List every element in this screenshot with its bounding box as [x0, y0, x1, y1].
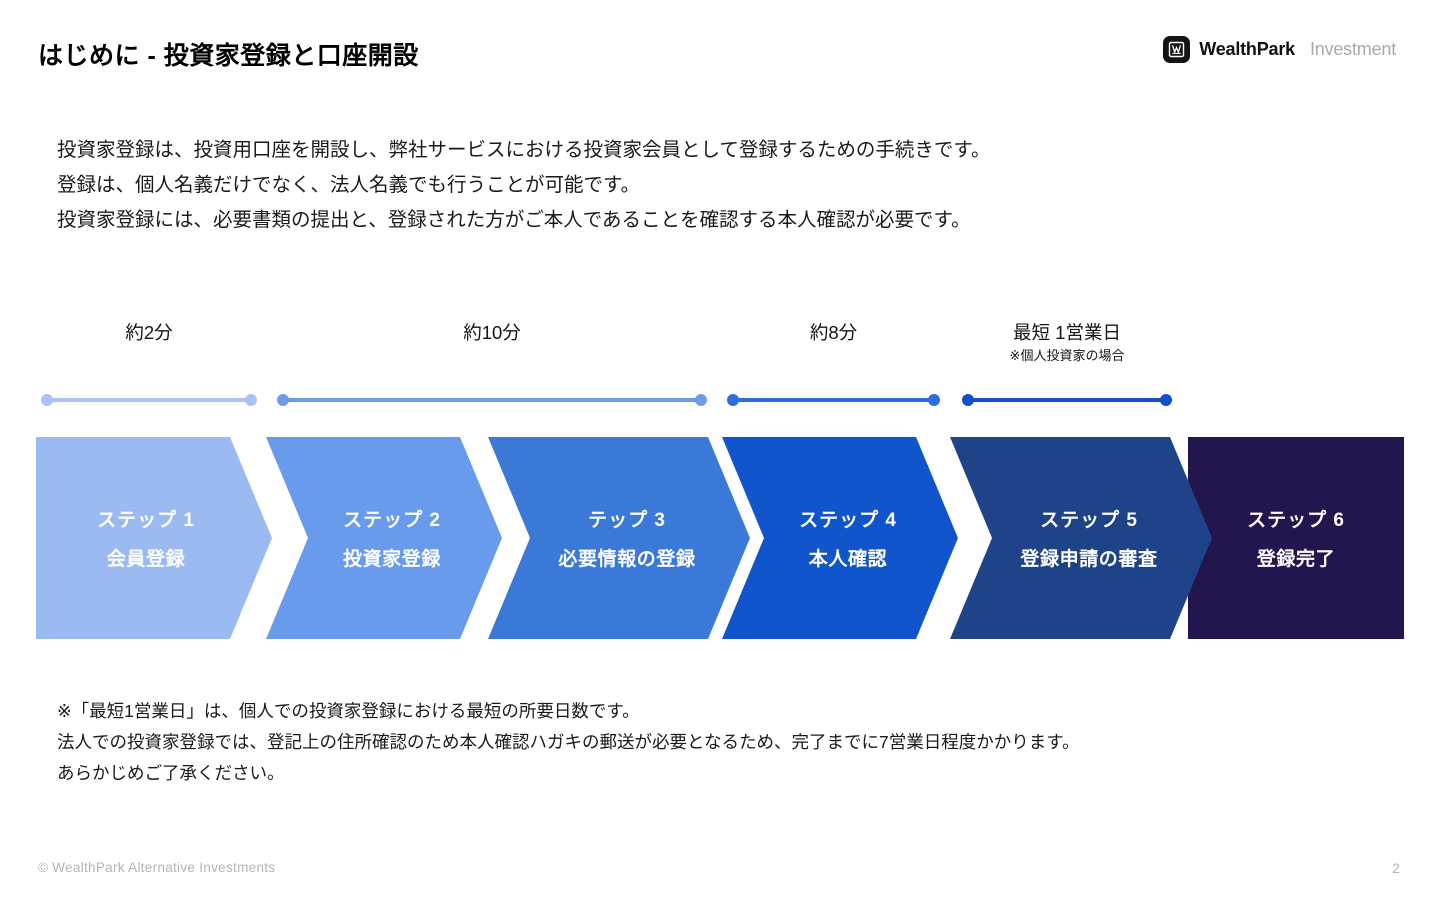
process-step-5[interactable]: ステップ 5 登録申請の審査 [950, 437, 1212, 639]
intro-line-2: 登録は、個人名義だけでなく、法人名義でも行うことが可能です。 [57, 174, 641, 196]
duration-note: ※個人投資家の場合 [1009, 348, 1125, 363]
step-text-group: ステップ 1 会員登録 [97, 505, 195, 571]
rail-dot-end [245, 394, 257, 406]
page-number: 2 [1392, 860, 1400, 876]
process-step-3[interactable]: テップ 3 必要情報の登録 [488, 437, 750, 639]
footnote-line-3: あらかじめご了承ください。 [57, 763, 285, 783]
rail-dot-end [1160, 394, 1172, 406]
copyright-text: © WealthPark Alternative Investments [38, 860, 276, 875]
rail-dot-start [727, 394, 739, 406]
duration-label: 約10分 [463, 322, 521, 343]
duration-group-3: 約8分 [728, 320, 939, 346]
step-text-group: ステップ 2 投資家登録 [343, 505, 441, 571]
rail-dot-start [277, 394, 289, 406]
step-text-group: ステップ 6 登録完了 [1247, 505, 1345, 571]
step-name-label: 会員登録 [106, 549, 186, 570]
duration-label: 約8分 [809, 322, 858, 343]
rail-dot-start [41, 394, 53, 406]
wealthpark-w-logo-icon [1163, 36, 1191, 63]
slide-footer: © WealthPark Alternative Investments 2 [0, 844, 1440, 900]
process-step-1[interactable]: ステップ 1 会員登録 [36, 437, 272, 639]
rail-dot-start [962, 394, 974, 406]
rail-dot-end [695, 394, 707, 406]
duration-rail [277, 394, 707, 406]
step-name-label: 投資家登録 [342, 549, 441, 570]
brand-name: WealthPark [1199, 39, 1295, 59]
step-ordinal-label: ステップ 1 [97, 510, 195, 531]
step-name-label: 本人確認 [808, 549, 888, 570]
duration-timeline: 約2分 約10分 約8分 最短 1営業日 ※個人投資家の場合 [0, 320, 1440, 415]
duration-rail [41, 394, 257, 406]
footnote-line-2: 法人での投資家登録では、登記上の住所確認のため本人確認ハガキの郵送が必要となるた… [57, 732, 1080, 752]
step-text-group: ステップ 5 登録申請の審査 [1020, 505, 1157, 571]
duration-rail [727, 394, 940, 406]
step-text-group: テップ 3 必要情報の登録 [558, 505, 695, 571]
brand-lockup: WealthPark Investment [1163, 36, 1396, 63]
process-step-flow: ステップ 1 会員登録 ステップ 2 投資家登録 テップ 3 必要情報の登録 ステップ 4 本… [0, 437, 1440, 639]
page-title: はじめに - 投資家登録と口座開設 [38, 42, 419, 70]
intro-line-1: 投資家登録は、投資用口座を開設し、弊社サービスにおける投資家会員として登録するた… [57, 139, 991, 161]
step-name-label: 登録完了 [1256, 549, 1336, 570]
step-ordinal-label: ステップ 6 [1247, 510, 1345, 531]
duration-rail [962, 394, 1172, 406]
step-ordinal-label: ステップ 5 [1040, 510, 1138, 531]
process-step-2[interactable]: ステップ 2 投資家登録 [266, 437, 502, 639]
step-ordinal-label: ステップ 2 [343, 510, 441, 531]
step-name-label: 登録申請の審査 [1020, 549, 1158, 570]
duration-group-4: 最短 1営業日 ※個人投資家の場合 [963, 320, 1171, 365]
brand-sub: Investment [1309, 39, 1396, 59]
duration-label: 最短 1営業日 [1013, 322, 1121, 343]
slide-header: はじめに - 投資家登録と口座開設 WealthPark Investment [0, 0, 1440, 90]
step-name-label: 必要情報の登録 [558, 549, 696, 570]
intro-line-3: 投資家登録には、必要書類の提出と、登録された方がご本人であることを確認する本人確… [57, 209, 971, 231]
rail-dot-end [928, 394, 940, 406]
duration-group-2: 約10分 [278, 320, 706, 346]
step-text-group: ステップ 4 本人確認 [799, 505, 897, 571]
step-ordinal-label: ステップ 4 [799, 510, 897, 531]
duration-label: 約2分 [125, 322, 173, 343]
step-ordinal-label: テップ 3 [588, 510, 666, 531]
process-step-4[interactable]: ステップ 4 本人確認 [722, 437, 958, 639]
footnote-line-1: ※「最短1営業日」は、個人での投資家登録における最短の所要日数です。 [57, 701, 640, 721]
footnote-block: ※「最短1営業日」は、個人での投資家登録における最短の所要日数です。 法人での投… [57, 696, 1377, 789]
intro-paragraph: 投資家登録は、投資用口座を開設し、弊社サービスにおける投資家会員として登録するた… [57, 133, 1367, 238]
process-step-6[interactable]: ステップ 6 登録完了 [1188, 437, 1404, 639]
duration-group-1: 約2分 [42, 320, 256, 346]
